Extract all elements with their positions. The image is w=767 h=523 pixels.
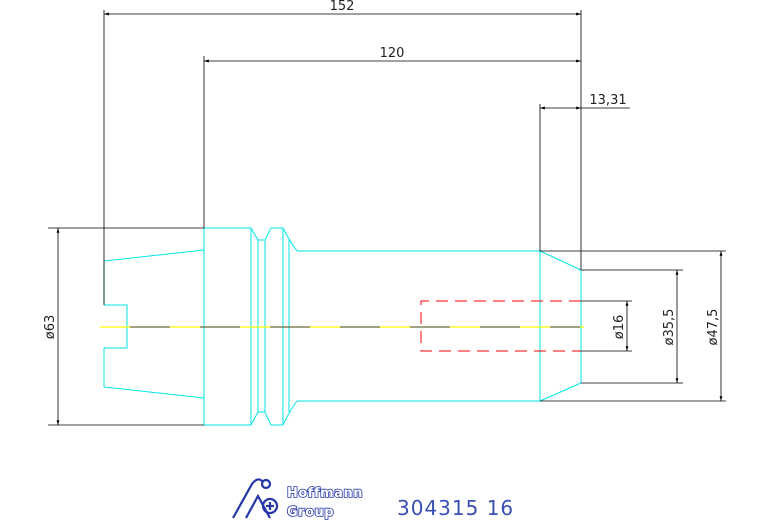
dimension-lines: [48, 10, 726, 426]
hoffmann-emblem-icon: [232, 478, 279, 519]
dim-taper-length: 13,31: [589, 93, 626, 108]
dim-inner-diameter: ø35,5: [662, 309, 677, 346]
dim-flange-diameter: ø63: [43, 315, 58, 340]
part-number: 304315 16: [397, 496, 515, 520]
dim-overall-length: 152: [330, 0, 355, 14]
hoffmann-logo: Hoffmann Group: [232, 478, 363, 521]
dim-outer-diameter: ø47,5: [706, 309, 721, 346]
dim-body-length: 120: [380, 46, 405, 61]
hidden-bore: [420, 300, 581, 352]
logo-line2: Group: [287, 505, 334, 520]
dim-bore-diameter: ø16: [612, 315, 627, 340]
logo-line1: Hoffmann: [287, 486, 363, 501]
